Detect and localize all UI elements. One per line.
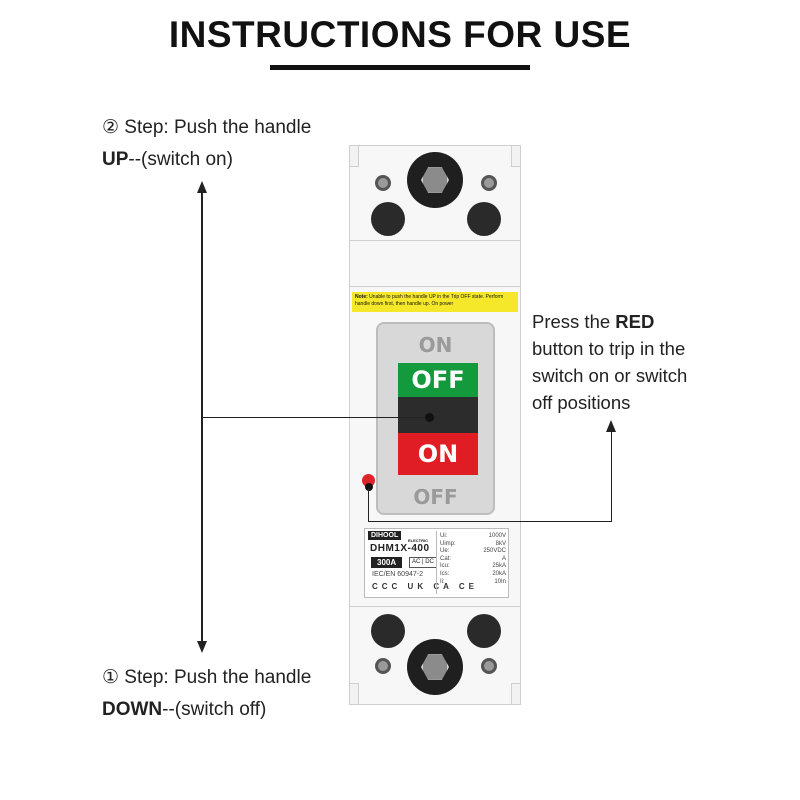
window-bottom-label: OFF (413, 485, 458, 509)
handle-off-indicator[interactable]: OFF (398, 363, 478, 397)
standard-text: IEC/EN 60947-2 (372, 571, 423, 578)
spec-value: 250VDC (483, 548, 506, 555)
spec-row: Ii: 10In (440, 579, 506, 587)
step-down-text: ① Step: Push the handle DOWN--(switch of… (102, 662, 311, 726)
top-left-terminal-hole (371, 202, 405, 236)
trip-arrow-up-icon (606, 420, 616, 432)
spec-key: Icu: (440, 563, 450, 570)
handle-pointer-dot (425, 413, 434, 422)
red-instruction-prefix: Press the (532, 311, 616, 332)
red-instruction-bold: RED (615, 311, 655, 332)
step-up-line1: ② Step: Push the handle (102, 117, 312, 138)
bottom-left-terminal-hole (371, 614, 405, 648)
breaker-ear-top-left (349, 145, 359, 167)
top-right-terminal-hole (467, 202, 501, 236)
spec-key: Ics: (440, 570, 450, 577)
spec-divider (436, 531, 437, 594)
brand-sub: ELECTRIC (408, 538, 428, 543)
spec-key: Uimp: (440, 540, 456, 547)
trip-pointer-horizontal (368, 521, 612, 522)
handle-pointer-line (202, 417, 428, 418)
model-number: DHM1X-400 (370, 543, 430, 554)
brand-logo: DIHOOL (368, 531, 402, 540)
bottom-left-small-screw-icon (375, 658, 391, 674)
step-up-bold: UP (102, 149, 129, 170)
spec-value: 25kA (492, 563, 506, 570)
breaker-divider-mid (349, 286, 521, 287)
spec-row: Ics: 20kA (440, 571, 506, 579)
red-instruction-text: Press the RED button to trip in the swit… (532, 308, 687, 416)
breaker-ear-top-right (511, 145, 521, 167)
handle-grip[interactable] (398, 397, 478, 433)
spec-key: Ue: (440, 548, 450, 555)
spec-value: 1000V (488, 533, 506, 539)
top-right-small-screw-icon (481, 175, 497, 191)
step-down-rest: --(switch off) (162, 699, 267, 720)
spec-value: 8kV (495, 540, 506, 547)
breaker-ear-bottom-left (349, 683, 359, 705)
title-underline (270, 65, 530, 70)
spec-value: A (501, 555, 506, 562)
spec-key: Ii: (440, 578, 445, 585)
spec-row: Ui: 1000V (440, 533, 506, 541)
spec-row: Icu: 25kA (440, 563, 506, 571)
breaker-ear-bottom-right (511, 683, 521, 705)
red-instruction-line2: button to trip in the (532, 338, 686, 359)
step-down-bold: DOWN (102, 699, 163, 720)
trip-pointer-rise (611, 430, 612, 522)
spec-value: 20kA (492, 570, 506, 577)
step-up-rest: --(switch on) (128, 149, 233, 170)
handle-on-indicator[interactable]: ON (398, 433, 478, 475)
bottom-right-terminal-hole (467, 614, 501, 648)
spec-row: Cat: A (440, 556, 506, 564)
red-instruction-line3: switch on or switch (532, 365, 688, 386)
note-text: Unable to push the handle UP in the Trip… (355, 294, 504, 307)
step-down-line1: ① Step: Push the handle (102, 667, 312, 688)
breaker-divider-top (349, 240, 521, 241)
spec-value: 10In (494, 578, 506, 585)
spec-row: Ue: 250VDC (440, 548, 506, 556)
note-label: Note: (355, 294, 368, 300)
spec-key: Ui: (440, 533, 448, 539)
spec-row: Uimp: 8kV (440, 541, 506, 549)
trip-pointer-dot (365, 483, 373, 491)
current-rating: 300A (371, 557, 403, 568)
step-up-text: ② Step: Push the handle UP--(switch on) (102, 112, 311, 176)
window-top-label: ON (418, 333, 453, 357)
certification-marks: CCC UK CA CE (372, 582, 478, 591)
note-strip: Note: Unable to push the handle UP in th… (352, 292, 518, 312)
top-left-small-screw-icon (375, 175, 391, 191)
red-instruction-line4: off positions (532, 392, 631, 413)
page-title: INSTRUCTIONS FOR USE (168, 14, 632, 55)
breaker-divider-bottom (349, 606, 521, 607)
spec-key: Cat: (440, 555, 452, 562)
arrow-up-icon (197, 181, 207, 193)
ac-dc-badge: AC | DC (409, 557, 437, 568)
arrow-down-icon (197, 641, 207, 653)
trip-pointer-vertical (368, 488, 369, 521)
bottom-right-small-screw-icon (481, 658, 497, 674)
